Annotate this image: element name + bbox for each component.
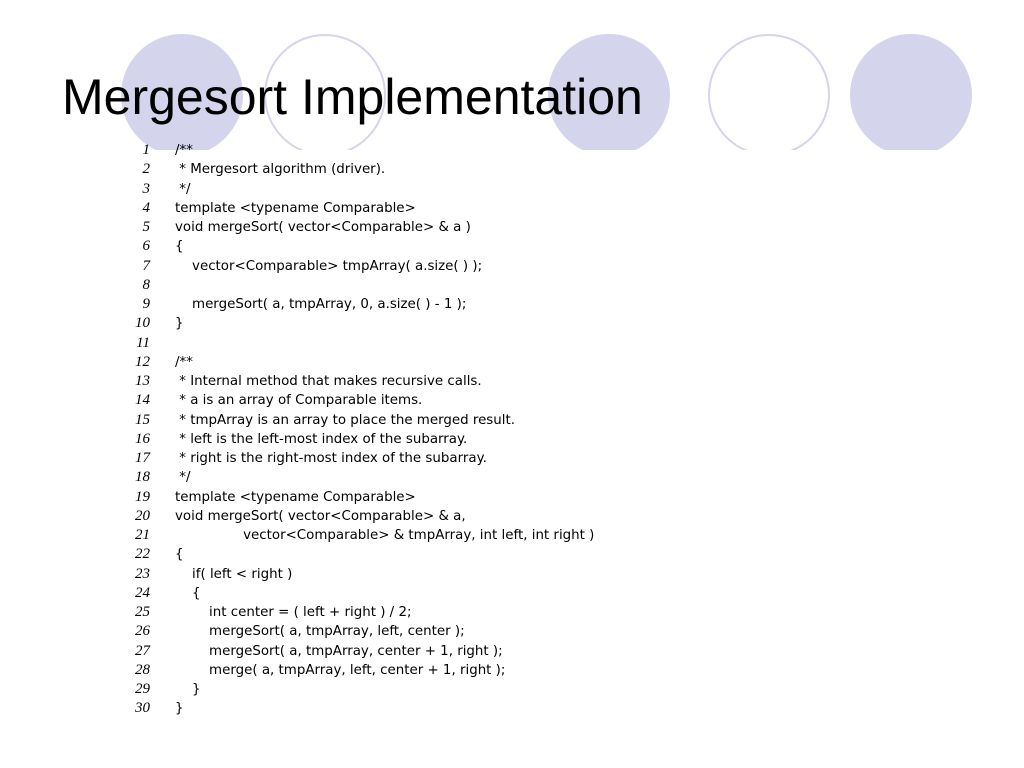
code-line: 11: [120, 334, 880, 353]
line-number: 28: [135, 661, 150, 678]
code-text: * Mergesort algorithm (driver).: [175, 162, 386, 178]
code-line: 6{: [120, 237, 880, 256]
code-line: 10}: [120, 314, 880, 333]
line-number: 23: [135, 565, 150, 582]
decorative-circle-outline: [264, 34, 386, 150]
code-text: mergeSort( a, tmpArray, 0, a.size( ) - 1…: [175, 297, 467, 313]
code-text: }: [175, 682, 201, 698]
line-number: 24: [135, 584, 150, 601]
line-number: 29: [135, 681, 150, 698]
code-line: 7 vector<Comparable> tmpArray( a.size( )…: [120, 257, 880, 276]
code-text: }: [175, 316, 184, 332]
code-text: /**: [175, 143, 193, 159]
line-number: 22: [135, 546, 150, 563]
line-number: 5: [142, 219, 151, 236]
code-line: 20 void mergeSort( vector<Comparable> & a…: [120, 507, 880, 526]
code-text: if( left < right ): [175, 566, 293, 582]
code-text: * left is the left-most index of the sub…: [175, 431, 468, 447]
code-line: 26 mergeSort( a, tmpArray, left, center …: [120, 622, 880, 641]
code-line: 29 }: [120, 680, 880, 699]
code-text: * right is the right-most index of the s…: [175, 451, 487, 467]
code-line: 1 /**: [120, 141, 880, 160]
line-number: 4: [142, 199, 151, 216]
decorative-circle-filled: [121, 34, 243, 150]
line-number: 10: [135, 315, 150, 332]
code-text: * Internal method that makes recursive c…: [175, 374, 482, 390]
code-text: int center = ( left + right ) / 2;: [175, 605, 412, 621]
decorative-circle-filled: [548, 34, 670, 150]
line-number: 12: [135, 353, 150, 370]
decorative-circle-outline: [708, 34, 830, 150]
line-number: 30: [135, 700, 150, 717]
line-number: 15: [135, 411, 150, 428]
code-line: 28 merge( a, tmpArray, left, center + 1,…: [120, 661, 880, 680]
line-number: 21: [135, 527, 150, 544]
code-line: 22 {: [120, 545, 880, 564]
line-number: 7: [142, 257, 151, 274]
code-line: 14 * a is an array of Comparable items.: [120, 391, 880, 410]
code-line: 13 * Internal method that makes recursiv…: [120, 372, 880, 391]
code-line: 4 template <typename Comparable>: [120, 199, 880, 218]
code-text: vector<Comparable> & tmpArray, int left,…: [175, 528, 595, 544]
code-text: vector<Comparable> tmpArray( a.size( ) )…: [175, 258, 483, 274]
line-number: 27: [135, 642, 150, 659]
code-text: void mergeSort( vector<Comparable> & a ): [175, 220, 471, 236]
code-text: void mergeSort( vector<Comparable> & a,: [175, 508, 466, 524]
line-number: 26: [135, 623, 150, 640]
code-line: 27 mergeSort( a, tmpArray, center + 1, r…: [120, 642, 880, 661]
line-number: 9: [142, 296, 151, 313]
code-text: merge( a, tmpArray, left, center + 1, ri…: [175, 662, 506, 678]
code-line: 5 void mergeSort( vector<Comparable> & a …: [120, 218, 880, 237]
code-line: 16 * left is the left-most index of the …: [120, 430, 880, 449]
code-text: */: [175, 181, 191, 197]
code-text: mergeSort( a, tmpArray, left, center );: [175, 624, 465, 640]
code-line: 17 * right is the right-most index of th…: [120, 449, 880, 468]
code-text: template <typename Comparable>: [175, 489, 416, 505]
code-listing: 1/**2 * Mergesort algorithm (driver).3 *…: [120, 141, 880, 719]
decorative-circle-filled: [850, 34, 972, 150]
code-line: 2 * Mergesort algorithm (driver).: [120, 160, 880, 179]
code-line: 8: [120, 276, 880, 295]
code-text: mergeSort( a, tmpArray, center + 1, righ…: [175, 643, 503, 659]
code-text: {: [175, 585, 201, 601]
code-text: template <typename Comparable>: [175, 200, 416, 216]
line-number: 19: [135, 488, 150, 505]
code-line: 9 mergeSort( a, tmpArray, 0, a.size( ) -…: [120, 295, 880, 314]
line-number: 6: [142, 238, 151, 255]
code-line: 3 */: [120, 180, 880, 199]
header-decoration: [0, 0, 1024, 150]
line-number: 16: [135, 430, 150, 447]
code-text: }: [175, 701, 184, 717]
code-line: 18 */: [120, 468, 880, 487]
line-number: 8: [142, 276, 151, 293]
code-text: */: [175, 470, 191, 486]
code-text: {: [175, 547, 184, 563]
line-number: 3: [142, 180, 151, 197]
code-line: 23 if( left < right ): [120, 565, 880, 584]
code-text: /**: [175, 354, 193, 370]
line-number: 2: [142, 161, 151, 178]
code-line: 12 /**: [120, 353, 880, 372]
code-text: {: [175, 239, 184, 255]
code-line: 19 template <typename Comparable>: [120, 488, 880, 507]
code-line: 30}: [120, 699, 880, 718]
code-line: 15 * tmpArray is an array to place the m…: [120, 411, 880, 430]
line-number: 14: [135, 392, 150, 409]
line-number: 1: [142, 142, 151, 159]
code-line: 25 int center = ( left + right ) / 2;: [120, 603, 880, 622]
line-number: 18: [135, 469, 150, 486]
code-text: * tmpArray is an array to place the merg…: [175, 412, 515, 428]
line-number: 25: [135, 604, 150, 621]
line-number: 13: [135, 373, 150, 390]
slide-title: Mergesort Implementation: [62, 69, 643, 125]
line-number: 20: [135, 507, 150, 524]
code-text: * a is an array of Comparable items.: [175, 393, 423, 409]
code-line: 24 {: [120, 584, 880, 603]
line-number: 11: [136, 334, 150, 351]
line-number: 17: [135, 450, 150, 467]
code-line: 21 vector<Comparable> & tmpArray, int le…: [120, 526, 880, 545]
